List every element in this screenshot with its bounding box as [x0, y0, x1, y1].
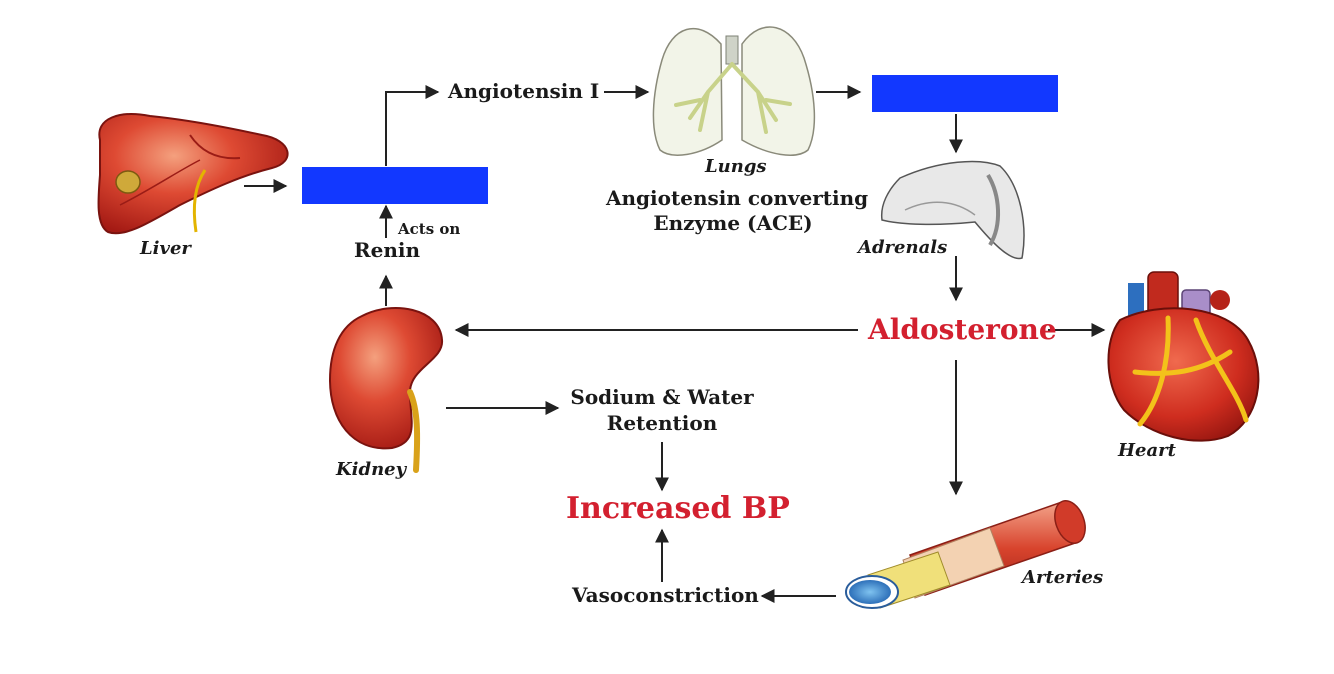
arteries-illustration: [845, 500, 1086, 609]
sodium-water-retention-label: Sodium & Water Retention: [562, 384, 762, 436]
sodium-label-line-2: Retention: [606, 411, 718, 435]
sodium-label-line-1: Sodium & Water: [570, 385, 754, 409]
adrenals-label: Adrenals: [858, 237, 948, 258]
vasoconstriction-label: Vasoconstriction: [572, 583, 759, 607]
lungs-illustration: [652, 26, 816, 156]
renin-label: Renin: [354, 238, 421, 262]
hidden-label-box-liver-output: [302, 167, 488, 204]
hidden-label-box-lungs-output: [872, 75, 1058, 112]
flow-arrows: [244, 85, 1106, 603]
heart-label: Heart: [1118, 440, 1176, 461]
adrenals-illustration: [880, 160, 1025, 260]
increased-bp-label: Increased BP: [566, 491, 790, 526]
ace-label: Angiotensin converting Enzyme (ACE): [606, 186, 869, 236]
angiotensin-1-label: Angiotensin I: [448, 79, 600, 103]
lungs-label: Lungs: [705, 156, 767, 177]
heart-illustration: [1107, 271, 1260, 442]
kidney-label: Kidney: [336, 459, 407, 480]
aldosterone-label: Aldosterone: [868, 313, 1057, 346]
arteries-label: Arteries: [1022, 567, 1104, 588]
ace-label-line-1: Angiotensin converting: [606, 186, 869, 210]
liver-illustration: [97, 113, 289, 235]
arrow-to-angiotensin-1: [385, 85, 440, 166]
ace-label-line-2: Enzyme (ACE): [653, 211, 813, 235]
acts-on-label: Acts on: [398, 220, 461, 238]
liver-label: Liver: [140, 238, 191, 259]
kidney-illustration: [328, 307, 444, 473]
